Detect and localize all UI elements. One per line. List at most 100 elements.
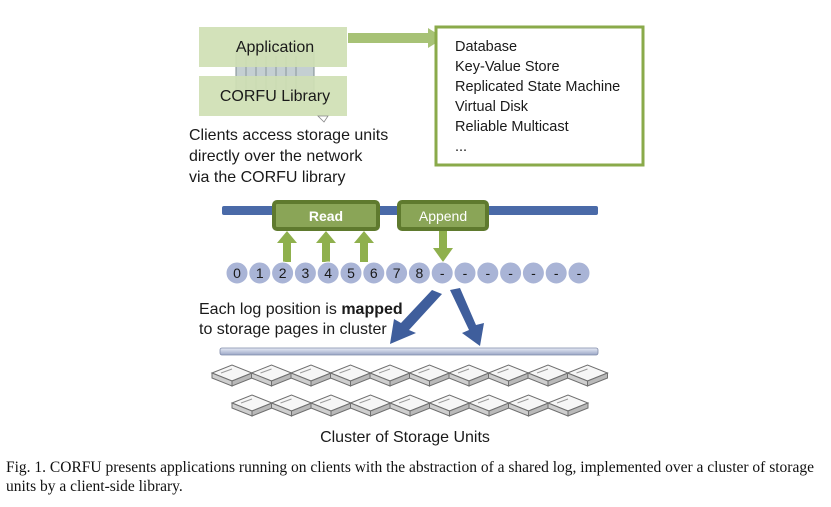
storage-unit-icon <box>290 364 332 387</box>
log-position-circle <box>248 261 272 285</box>
mapping-note-prefix: Each log position is <box>199 301 341 318</box>
log-position: - <box>521 261 545 285</box>
log-position-label: 6 <box>370 265 378 281</box>
log-position-label: - <box>577 265 582 281</box>
log-position-circle <box>476 261 500 285</box>
log-position-label: - <box>463 265 468 281</box>
append-label: Append <box>419 208 467 224</box>
log-position: 8 <box>407 261 431 285</box>
storage-unit-icon <box>508 394 549 417</box>
storage-shelf <box>219 347 599 356</box>
storage-unit-icon <box>211 364 253 387</box>
use-case-item: Database <box>455 39 517 55</box>
log-position-circle <box>544 261 568 285</box>
storage-unit-icon <box>389 394 431 417</box>
log-position-circle <box>339 261 363 285</box>
storage-unit-icon <box>468 394 510 417</box>
read-arrows <box>277 231 374 262</box>
log-position-circle <box>225 261 249 285</box>
log-position-label: 1 <box>256 265 264 281</box>
library-pointer <box>317 115 329 123</box>
log-position-label: 3 <box>302 265 310 281</box>
log-position: - <box>499 261 523 285</box>
read-label: Read <box>309 208 343 224</box>
storage-unit-icon <box>448 364 490 387</box>
log-position-circle <box>316 261 340 285</box>
log-position: - <box>453 261 477 285</box>
log-position-circle <box>271 261 295 285</box>
use-case-item: Virtual Disk <box>455 99 529 115</box>
log-position-label: - <box>531 265 536 281</box>
mapping-arrows <box>390 288 484 346</box>
application-box: Application <box>199 27 347 67</box>
log-position-circle <box>362 261 386 285</box>
log-position: 3 <box>293 261 317 285</box>
client-description-line: via the CORFU library <box>189 169 345 186</box>
log-position-circle <box>407 261 431 285</box>
storage-unit-icon <box>527 364 569 387</box>
log-position-circle <box>499 261 523 285</box>
log-position: - <box>430 261 454 285</box>
use-case-item: ... <box>455 139 467 155</box>
storage-unit-icon <box>547 394 589 417</box>
storage-unit-icon <box>231 394 273 417</box>
storage-unit-icon <box>429 394 470 417</box>
storage-unit-icon <box>330 364 371 387</box>
log-position-circle <box>567 261 591 285</box>
log-position-label: - <box>485 265 490 281</box>
log-position: 5 <box>339 261 363 285</box>
log-position: 6 <box>362 261 386 285</box>
use-case-item: Reliable Multicast <box>455 119 569 135</box>
mapping-note-line2: to storage pages in cluster <box>199 321 387 338</box>
client-description: Clients access storage units directly ove… <box>189 127 388 186</box>
storage-units <box>211 364 608 417</box>
storage-unit-icon <box>271 394 312 417</box>
corfu-diagram: Application CORFU Library DatabaseKey-Va… <box>189 25 645 446</box>
storage-unit-icon <box>310 394 352 417</box>
log-position: 0 <box>225 261 249 285</box>
use-case-item: Replicated State Machine <box>455 79 620 95</box>
log-position: - <box>544 261 568 285</box>
client-description-line: Clients access storage units <box>189 127 388 144</box>
storage-unit-icon <box>567 364 608 387</box>
storage-unit-icon <box>409 364 450 387</box>
log-position-label: 0 <box>233 265 241 281</box>
corfu-library-label: CORFU Library <box>220 88 330 105</box>
application-label: Application <box>236 39 314 56</box>
append-box: Append <box>397 200 489 231</box>
use-case-item: Key-Value Store <box>455 59 560 75</box>
log-position-label: 8 <box>416 265 424 281</box>
client-description-line: directly over the network <box>189 148 363 165</box>
read-box: Read <box>272 200 380 231</box>
log-position-circle <box>385 261 409 285</box>
cluster-label: Cluster of Storage Units <box>320 429 490 446</box>
log-position-label: 2 <box>279 265 287 281</box>
log-position-label: 4 <box>324 265 332 281</box>
mapping-note-bold: mapped <box>341 301 402 318</box>
corfu-library-box: CORFU Library <box>199 76 347 116</box>
log-position-circle <box>430 261 454 285</box>
log-position: 2 <box>271 261 295 285</box>
log-position-circle <box>521 261 545 285</box>
log-position-circle <box>453 261 477 285</box>
storage-unit-icon <box>350 394 391 417</box>
log-position-label: - <box>554 265 559 281</box>
log-position: 7 <box>385 261 409 285</box>
application-to-usecases-arrow <box>348 28 444 48</box>
log-position-circle <box>293 261 317 285</box>
append-arrow <box>433 231 453 262</box>
log-position: 4 <box>316 261 340 285</box>
storage-unit-icon <box>369 364 411 387</box>
log-position-label: - <box>440 265 445 281</box>
log-position-label: - <box>508 265 513 281</box>
storage-unit-icon <box>488 364 529 387</box>
figure-caption: Fig. 1. CORFU presents applications runn… <box>6 459 814 495</box>
log-position: - <box>476 261 500 285</box>
storage-unit-icon <box>251 364 292 387</box>
log-position: 1 <box>248 261 272 285</box>
log-position-label: 5 <box>347 265 355 281</box>
use-cases-box <box>434 25 645 167</box>
log-position: - <box>567 261 591 285</box>
